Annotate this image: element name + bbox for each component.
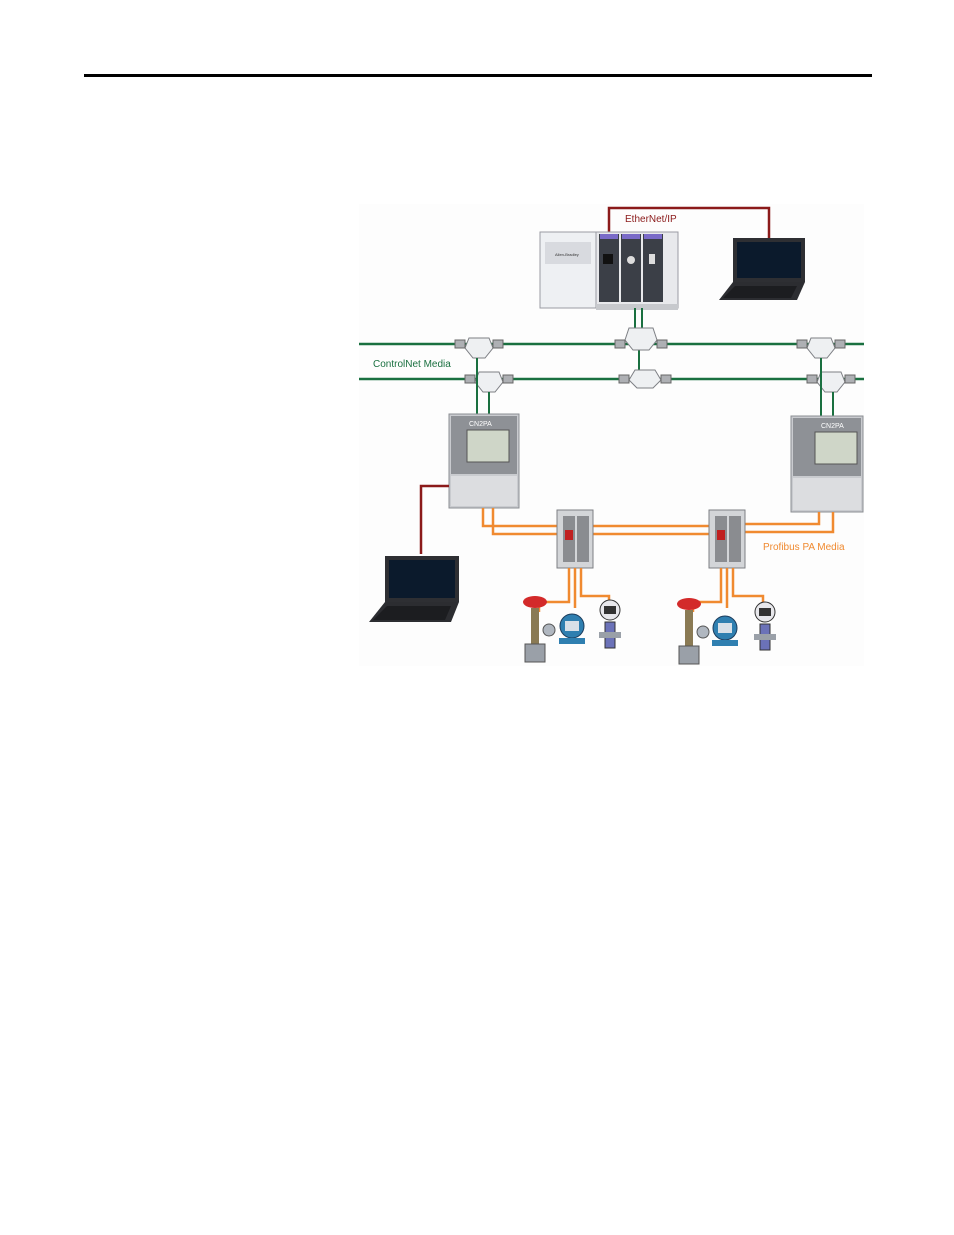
tap-lower-left (465, 372, 513, 392)
coupler-left (557, 510, 593, 568)
cn2pa-module-left: CN2PA (449, 414, 519, 508)
network-diagram: EtherNet/IP Allen-Bradley ControlNet Med… (359, 204, 864, 666)
tap-upper-middle (615, 328, 667, 350)
transmitter-blue-right (712, 616, 738, 646)
cn2pa-module-right: CN2PA (791, 416, 863, 512)
ethernet-label: EtherNet/IP (625, 214, 677, 225)
module-left-title: CN2PA (469, 421, 492, 428)
tap-upper-right (797, 338, 845, 358)
valve-actuator-right (677, 598, 709, 664)
flowmeter-left (599, 600, 621, 648)
coupler-right (709, 510, 745, 568)
laptop-top (719, 238, 805, 300)
laptop-left-link (421, 486, 449, 554)
profibus-trunk (483, 508, 833, 534)
tap-upper-left (455, 338, 503, 358)
transmitter-blue-left (559, 614, 585, 644)
header-rule (84, 74, 872, 77)
flowmeter-right (754, 602, 776, 650)
module-drops (477, 358, 833, 418)
profibus-label: Profibus PA Media (763, 542, 845, 553)
chassis-brand: Allen-Bradley (555, 252, 579, 257)
valve-actuator-left (523, 596, 555, 662)
module-right-title: CN2PA (821, 423, 844, 430)
controlnet-label: ControlNet Media (373, 359, 451, 370)
device-drops-right (693, 568, 763, 612)
tap-lower-right (807, 372, 855, 392)
controllogix-chassis: Allen-Bradley (540, 232, 678, 310)
tap-lower-middle (619, 370, 671, 388)
laptop-left (369, 556, 459, 622)
device-drops-left (539, 568, 609, 612)
